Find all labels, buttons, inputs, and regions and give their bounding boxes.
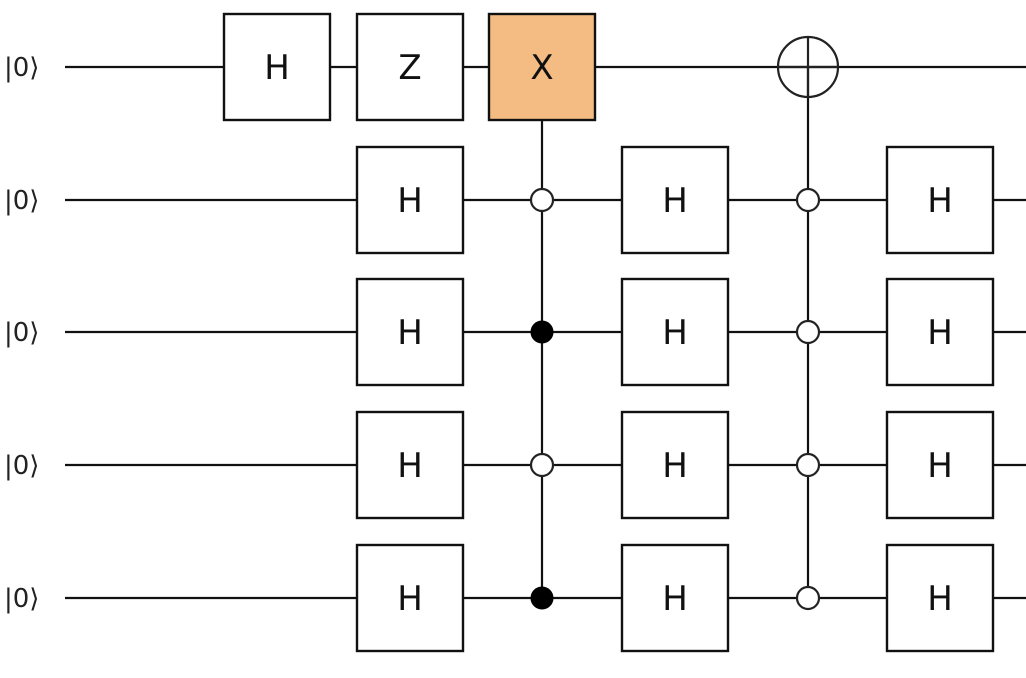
gate-h-label: H <box>927 313 953 353</box>
control-dot-open <box>795 585 821 611</box>
qubit-label: |0⟩ <box>4 186 39 216</box>
qubit-label: |0⟩ <box>4 53 39 83</box>
gate-h-label: H <box>927 181 953 221</box>
gate-h-label: H <box>397 579 423 619</box>
gate-z <box>355 12 465 122</box>
gate-h-label: H <box>927 446 953 486</box>
control-dot-open <box>795 452 821 478</box>
gate-x-controlled <box>487 12 597 122</box>
gate-h <box>620 543 730 653</box>
gate-h-label: H <box>397 181 423 221</box>
gate-h <box>355 145 465 255</box>
gate-h-label: H <box>264 48 290 88</box>
gate-h <box>620 145 730 255</box>
gate-h-label: H <box>397 313 423 353</box>
gate-h-label: H <box>662 579 688 619</box>
gate-h-label: H <box>662 446 688 486</box>
gate-h-label: H <box>662 313 688 353</box>
control-dot-open <box>529 452 555 478</box>
gate-h-label: H <box>397 446 423 486</box>
gate-h <box>355 277 465 387</box>
gate-h <box>620 410 730 520</box>
control-dot-open <box>529 187 555 213</box>
control-dot-open <box>795 319 821 345</box>
gate-h <box>885 277 995 387</box>
control-dot-closed <box>530 320 554 344</box>
gate-z-label: Z <box>398 48 421 88</box>
gate-h <box>885 543 995 653</box>
gate-h <box>355 543 465 653</box>
gate-h <box>885 145 995 255</box>
qubit-label: |0⟩ <box>4 451 39 481</box>
control-dot-closed <box>530 586 554 610</box>
gate-h <box>885 410 995 520</box>
gate-h <box>620 277 730 387</box>
gate-h <box>355 410 465 520</box>
gate-h-label: H <box>927 579 953 619</box>
qubit-label: |0⟩ <box>4 318 39 348</box>
control-dot-open <box>795 187 821 213</box>
gate-h <box>222 12 332 122</box>
gate-x-controlled-label: X <box>530 48 553 88</box>
qubit-label: |0⟩ <box>4 584 39 614</box>
gate-h-label: H <box>662 181 688 221</box>
